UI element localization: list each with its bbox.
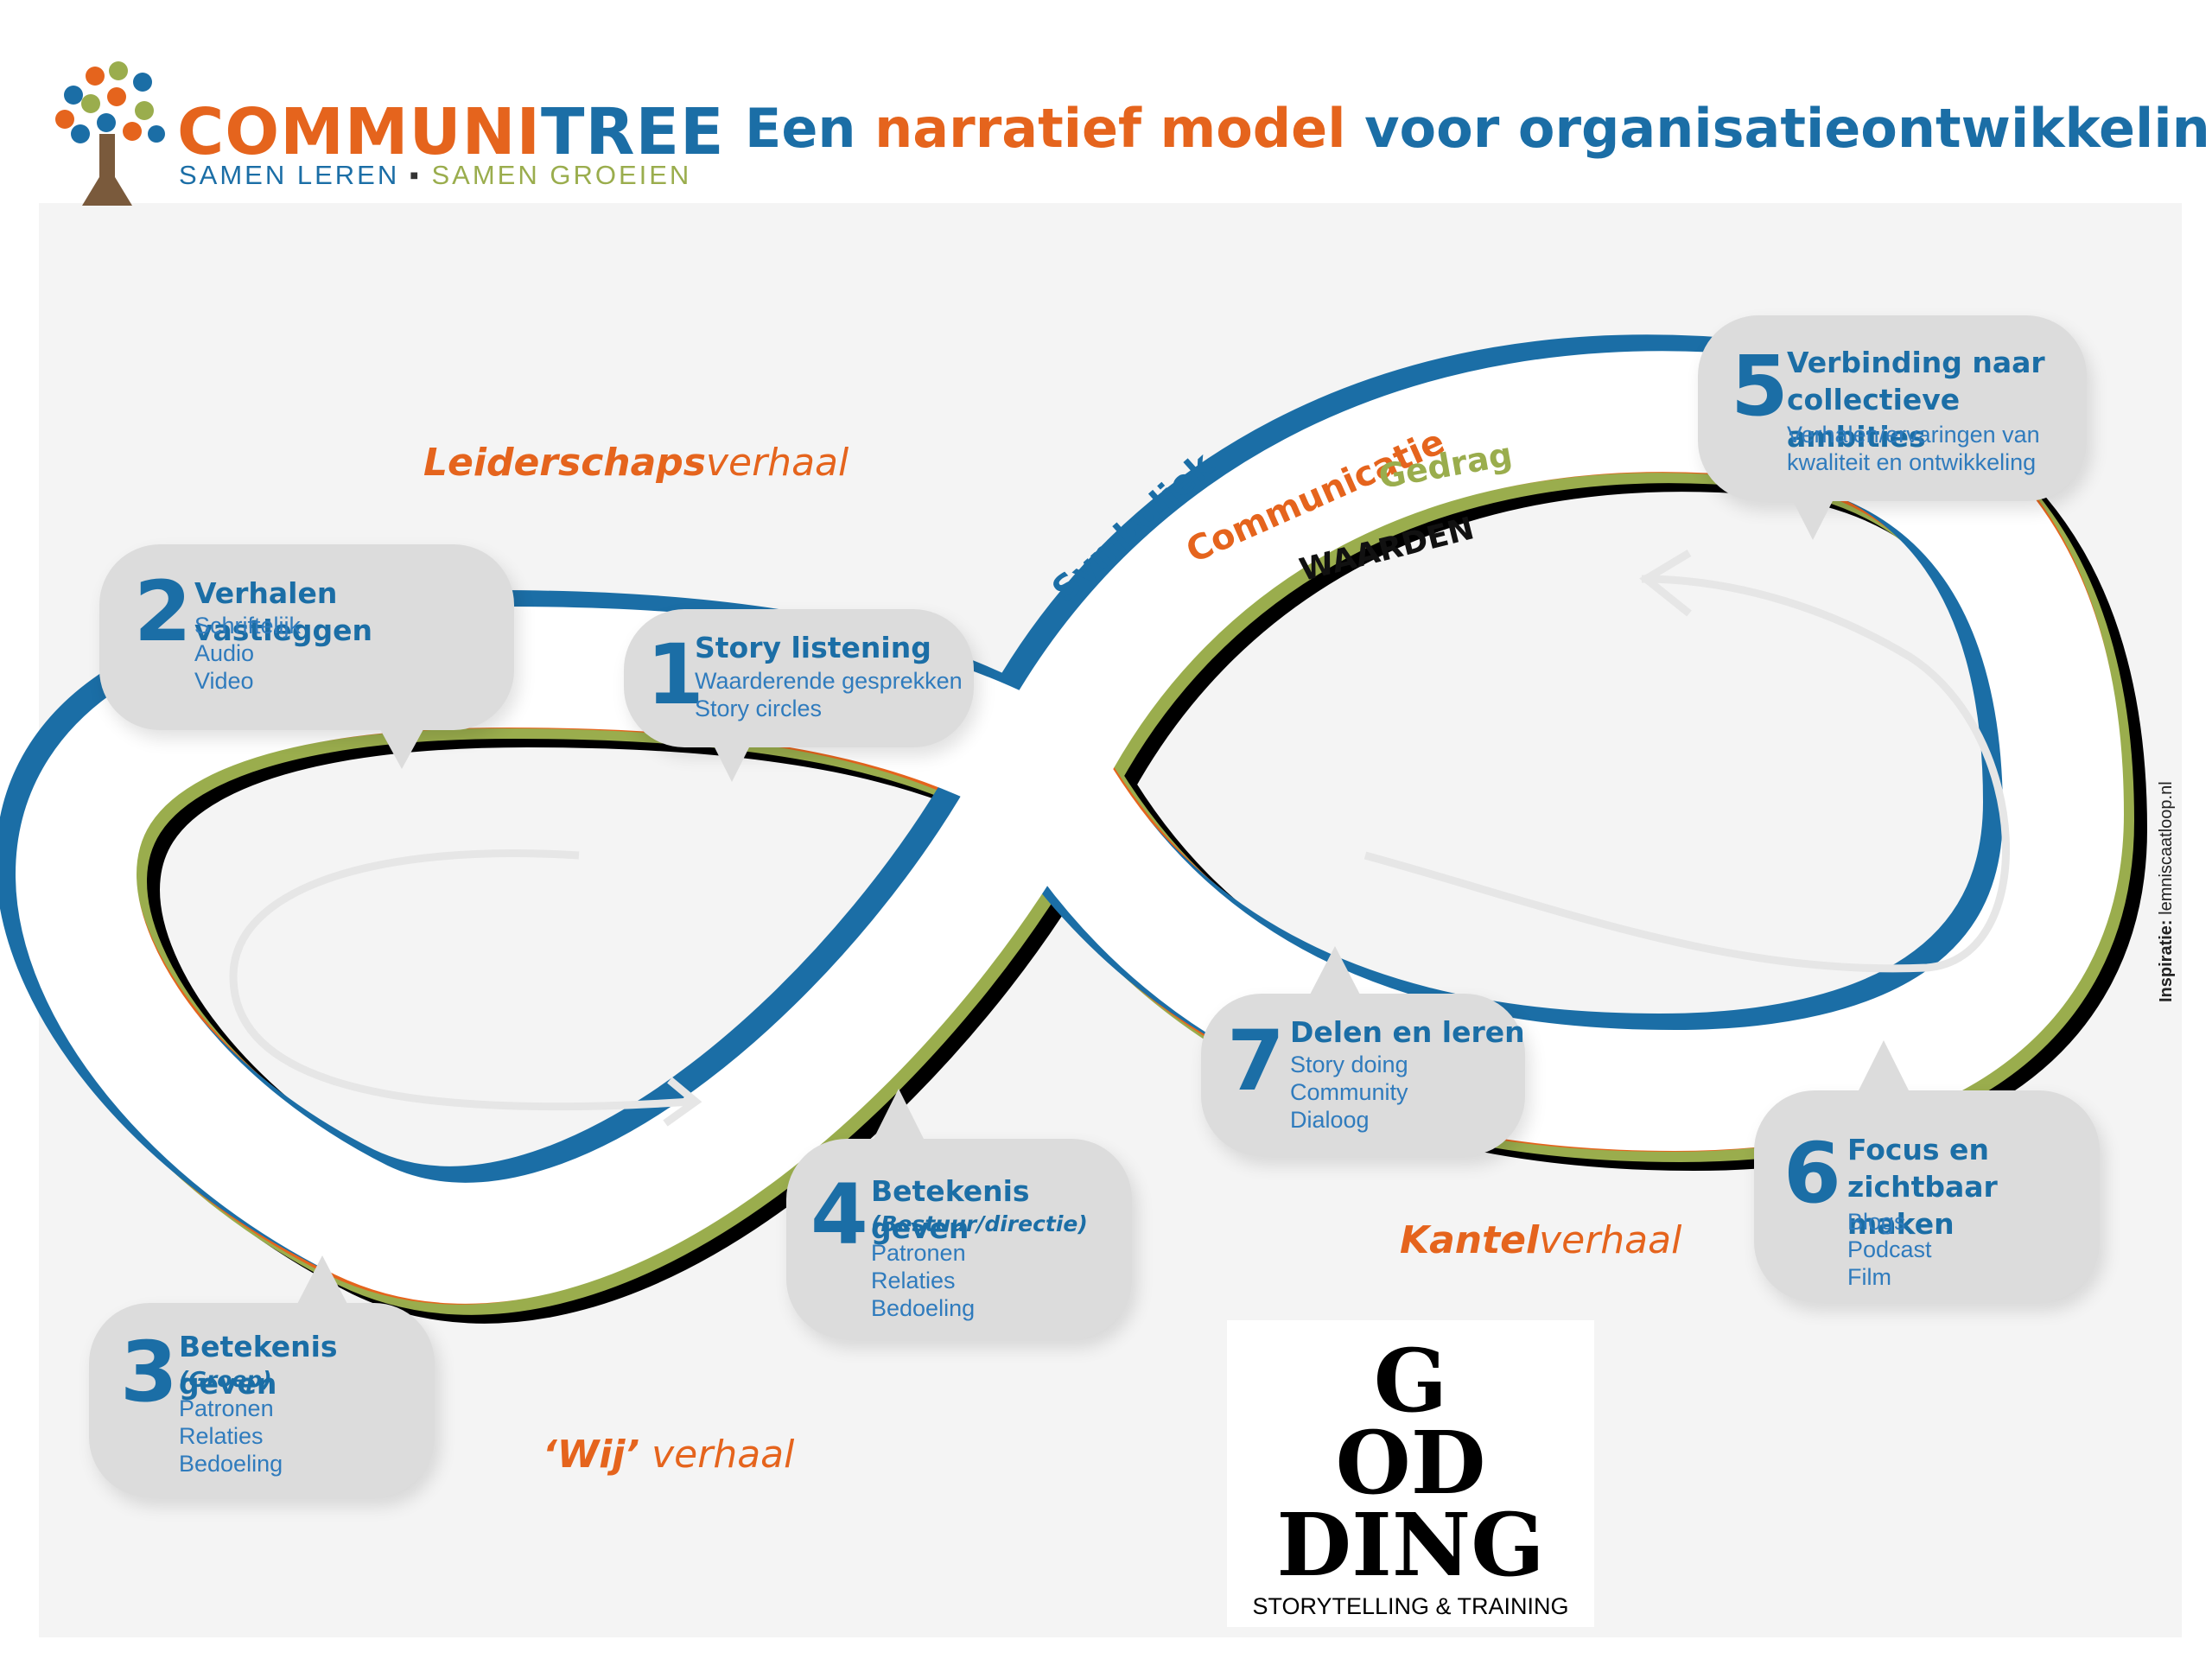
step-1-line-2: Story circles xyxy=(695,696,823,721)
wij-rest: verhaal xyxy=(639,1433,795,1477)
step-4-tail xyxy=(873,1089,925,1141)
guide-arrow-right xyxy=(1363,575,2010,973)
good-ding-line-1: G xyxy=(1373,1330,1448,1432)
step-5-title-line-2: collectieve ambities xyxy=(1787,383,1961,454)
brand-name-part2: TREE xyxy=(541,95,725,169)
step-3-line-3: Bedoeling xyxy=(179,1451,283,1477)
step-4-line-2: Relaties xyxy=(871,1268,956,1293)
title-part2: narratief model xyxy=(874,97,1346,160)
step-1-number: 1 xyxy=(646,626,704,723)
step-2-line-3: Video xyxy=(194,668,254,694)
step-6-line-1: Blogs xyxy=(1847,1209,1906,1235)
kantelverhaal-label: Kantelverhaal xyxy=(1400,1218,1681,1262)
title-part1: Een xyxy=(745,97,875,160)
kantel-bold: Kantel xyxy=(1400,1218,1540,1262)
guide-arrow-left xyxy=(229,849,692,1111)
step-5-number: 5 xyxy=(1731,338,1789,435)
leiderschap-bold: Leiderschaps xyxy=(423,441,706,485)
step-7-line-1: Story doing xyxy=(1290,1052,1408,1077)
step-4-bubble: 4 Betekenis geven (Bestuur/directie) Pat… xyxy=(786,1089,1132,1339)
step-2-tail xyxy=(376,721,428,769)
good-ding-tagline: STORYTELLING & TRAINING xyxy=(1252,1593,1569,1619)
guide-arrow-right-head xyxy=(1639,550,1692,617)
step-6-bubble: 6 Focus en zichtbaar maken Blogs Podcast… xyxy=(1754,1040,2100,1302)
step-7-tail xyxy=(1309,946,1361,996)
step-4-number: 4 xyxy=(810,1166,868,1263)
leiderschapsverhaal-label: Leiderschapsverhaal xyxy=(423,441,849,485)
step-6-title-line-1: Focus en xyxy=(1847,1133,1989,1166)
title-part3: voor organisatieontwikkeling xyxy=(1345,97,2212,160)
step-6-tail xyxy=(1858,1040,1910,1092)
step-5-title-line-1: Verbinding naar xyxy=(1787,346,2045,379)
step-4-line-3: Bedoeling xyxy=(871,1295,976,1321)
inspiration-credit: Inspiratie: lemniscaatloop.nl xyxy=(2157,781,2177,1002)
credit-source: lemniscaatloop.nl xyxy=(2157,781,2176,920)
kantel-rest: verhaal xyxy=(1539,1218,1682,1262)
brand-name: COMMUNITREE xyxy=(177,95,725,169)
step-3-line-1: Patronen xyxy=(179,1395,274,1421)
step-6-line-3: Film xyxy=(1847,1264,1891,1290)
step-4-subtitle: (Bestuur/directie) xyxy=(871,1211,1088,1236)
step-4-line-1: Patronen xyxy=(871,1240,966,1266)
wij-verhaal-label: ‘Wij’ verhaal xyxy=(543,1433,794,1477)
wij-bold: ‘Wij’ xyxy=(543,1433,640,1477)
step-2-line-1: Schriftelijk xyxy=(194,613,302,639)
step-6-title-line-2: zichtbaar maken xyxy=(1847,1170,1998,1241)
leiderschap-rest: verhaal xyxy=(705,441,849,485)
guide-arrow-left-head xyxy=(663,1077,702,1127)
brand-name-part1: COMMUNI xyxy=(177,95,542,169)
step-7-line-3: Dialoog xyxy=(1290,1107,1370,1133)
step-3-bubble: 3 Betekenis geven (Groep) Patronen Relat… xyxy=(89,1255,435,1497)
step-4-title: Betekenis geven xyxy=(871,1174,1030,1245)
step-3-number: 3 xyxy=(120,1324,178,1420)
step-3-subtitle: (Groep) xyxy=(179,1367,272,1392)
step-2-number: 2 xyxy=(134,563,192,660)
tagline-separator: ▪ xyxy=(409,160,422,190)
credit-label: Inspiratie: xyxy=(2157,919,2176,1002)
good-ding-line-3: DING xyxy=(1276,1494,1545,1596)
step-1-tail xyxy=(710,739,753,782)
tagline-part2: SAMEN GROEIEN xyxy=(431,160,692,190)
step-2-bubble: 2 Verhalen vastleggen Schriftelijk Audio… xyxy=(99,544,514,769)
step-3-title: Betekenis geven xyxy=(179,1330,338,1401)
step-1-title: Story listening xyxy=(695,631,931,664)
brand-tagline: SAMEN LEREN ▪ SAMEN GROEIEN xyxy=(179,160,691,191)
step-1-bubble: 1 Story listening Waarderende gesprekken… xyxy=(624,609,974,782)
step-6-line-2: Podcast xyxy=(1847,1236,1932,1262)
step-5-line-1: Verhalen/ervaringen van xyxy=(1787,422,2040,448)
step-7-title: Delen en leren xyxy=(1290,1015,1525,1049)
step-2-title: Verhalen vastleggen xyxy=(194,576,373,647)
page-title: Een narratief model voor organisatieontw… xyxy=(745,97,2212,160)
step-3-tail xyxy=(296,1255,348,1306)
step-7-number: 7 xyxy=(1227,1013,1285,1109)
good-ding-logo: G OD DING STORYTELLING & TRAINING xyxy=(1227,1320,1594,1627)
step-7-line-2: Community xyxy=(1290,1079,1408,1105)
step-7-bubble: 7 Delen en leren Story doing Community D… xyxy=(1201,946,1525,1156)
step-6-number: 6 xyxy=(1783,1125,1841,1222)
communitree-logo-icon xyxy=(55,61,165,206)
tagline-part1: SAMEN LEREN xyxy=(179,160,400,190)
good-ding-line-2: OD xyxy=(1335,1412,1486,1514)
step-5-line-2: kwaliteit en ontwikkeling xyxy=(1787,449,2037,475)
step-3-line-2: Relaties xyxy=(179,1423,264,1449)
step-5-bubble: 5 Verbinding naar collectieve ambities V… xyxy=(1698,315,2087,540)
step-5-tail xyxy=(1789,493,1837,540)
step-1-line-1: Waarderende gesprekken xyxy=(695,668,963,694)
step-2-line-2: Audio xyxy=(194,640,255,666)
